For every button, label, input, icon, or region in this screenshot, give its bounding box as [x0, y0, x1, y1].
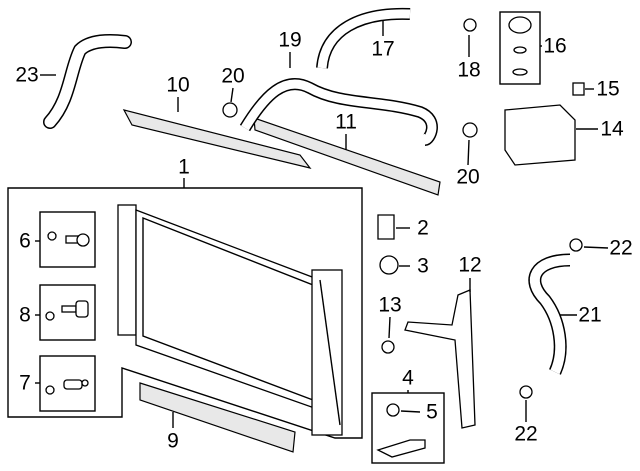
callout-20: 20	[456, 166, 479, 189]
callout-16: 16	[543, 35, 566, 58]
callout-8: 8	[19, 304, 31, 327]
callout-2: 2	[417, 217, 429, 240]
callout-13: 13	[378, 294, 401, 317]
callout-10: 10	[166, 74, 189, 97]
callout-9: 9	[167, 430, 179, 453]
callout-12: 12	[458, 254, 481, 277]
lower-seal-icon	[139, 382, 296, 453]
reservoir-icon	[504, 104, 576, 166]
radiator-assembly-box	[7, 187, 363, 439]
callout-7: 7	[19, 372, 31, 395]
callout-11: 11	[335, 111, 357, 134]
callout-21: 21	[578, 304, 601, 327]
callout-23: 23	[15, 64, 38, 87]
callout-5: 5	[426, 401, 438, 424]
clamp-22a-icon	[569, 238, 583, 252]
callout-20: 20	[221, 65, 244, 88]
bolt-icon	[47, 231, 90, 247]
drain-plug-icon	[45, 379, 89, 395]
part-8-box	[39, 284, 96, 341]
callout-19: 19	[278, 29, 301, 52]
part-6-box	[39, 211, 96, 268]
callout-17: 17	[371, 38, 394, 61]
fitting-icon	[45, 300, 89, 321]
callout-15: 15	[596, 78, 619, 101]
leader-lines	[35, 20, 609, 428]
bracket-12-icon	[404, 289, 476, 429]
clamp-22b-icon	[519, 385, 533, 399]
callout-22: 22	[514, 423, 537, 446]
nut-5-icon	[386, 403, 400, 417]
radiator-icon	[117, 204, 343, 436]
bracket-2-icon	[377, 214, 395, 240]
side-baffle-icon	[253, 117, 441, 196]
callout-14: 14	[600, 118, 624, 141]
cap-icon	[508, 16, 532, 34]
clip-13-icon	[381, 340, 395, 354]
clamp-18-icon	[463, 18, 477, 32]
callout-6: 6	[19, 230, 31, 253]
callout-22: 22	[609, 237, 632, 260]
upper-baffle-icon	[122, 109, 312, 169]
sensor-15-icon	[572, 82, 585, 96]
callout-3: 3	[417, 255, 429, 278]
clamp-20b-icon	[462, 122, 478, 138]
callout-1: 1	[178, 156, 190, 179]
callout-18: 18	[457, 59, 480, 82]
bracket-4-icon	[376, 439, 426, 458]
callout-4: 4	[402, 367, 414, 390]
insulator-3-icon	[379, 255, 399, 275]
cap-kit-box	[499, 11, 541, 85]
clamp-20a-icon	[222, 102, 238, 118]
